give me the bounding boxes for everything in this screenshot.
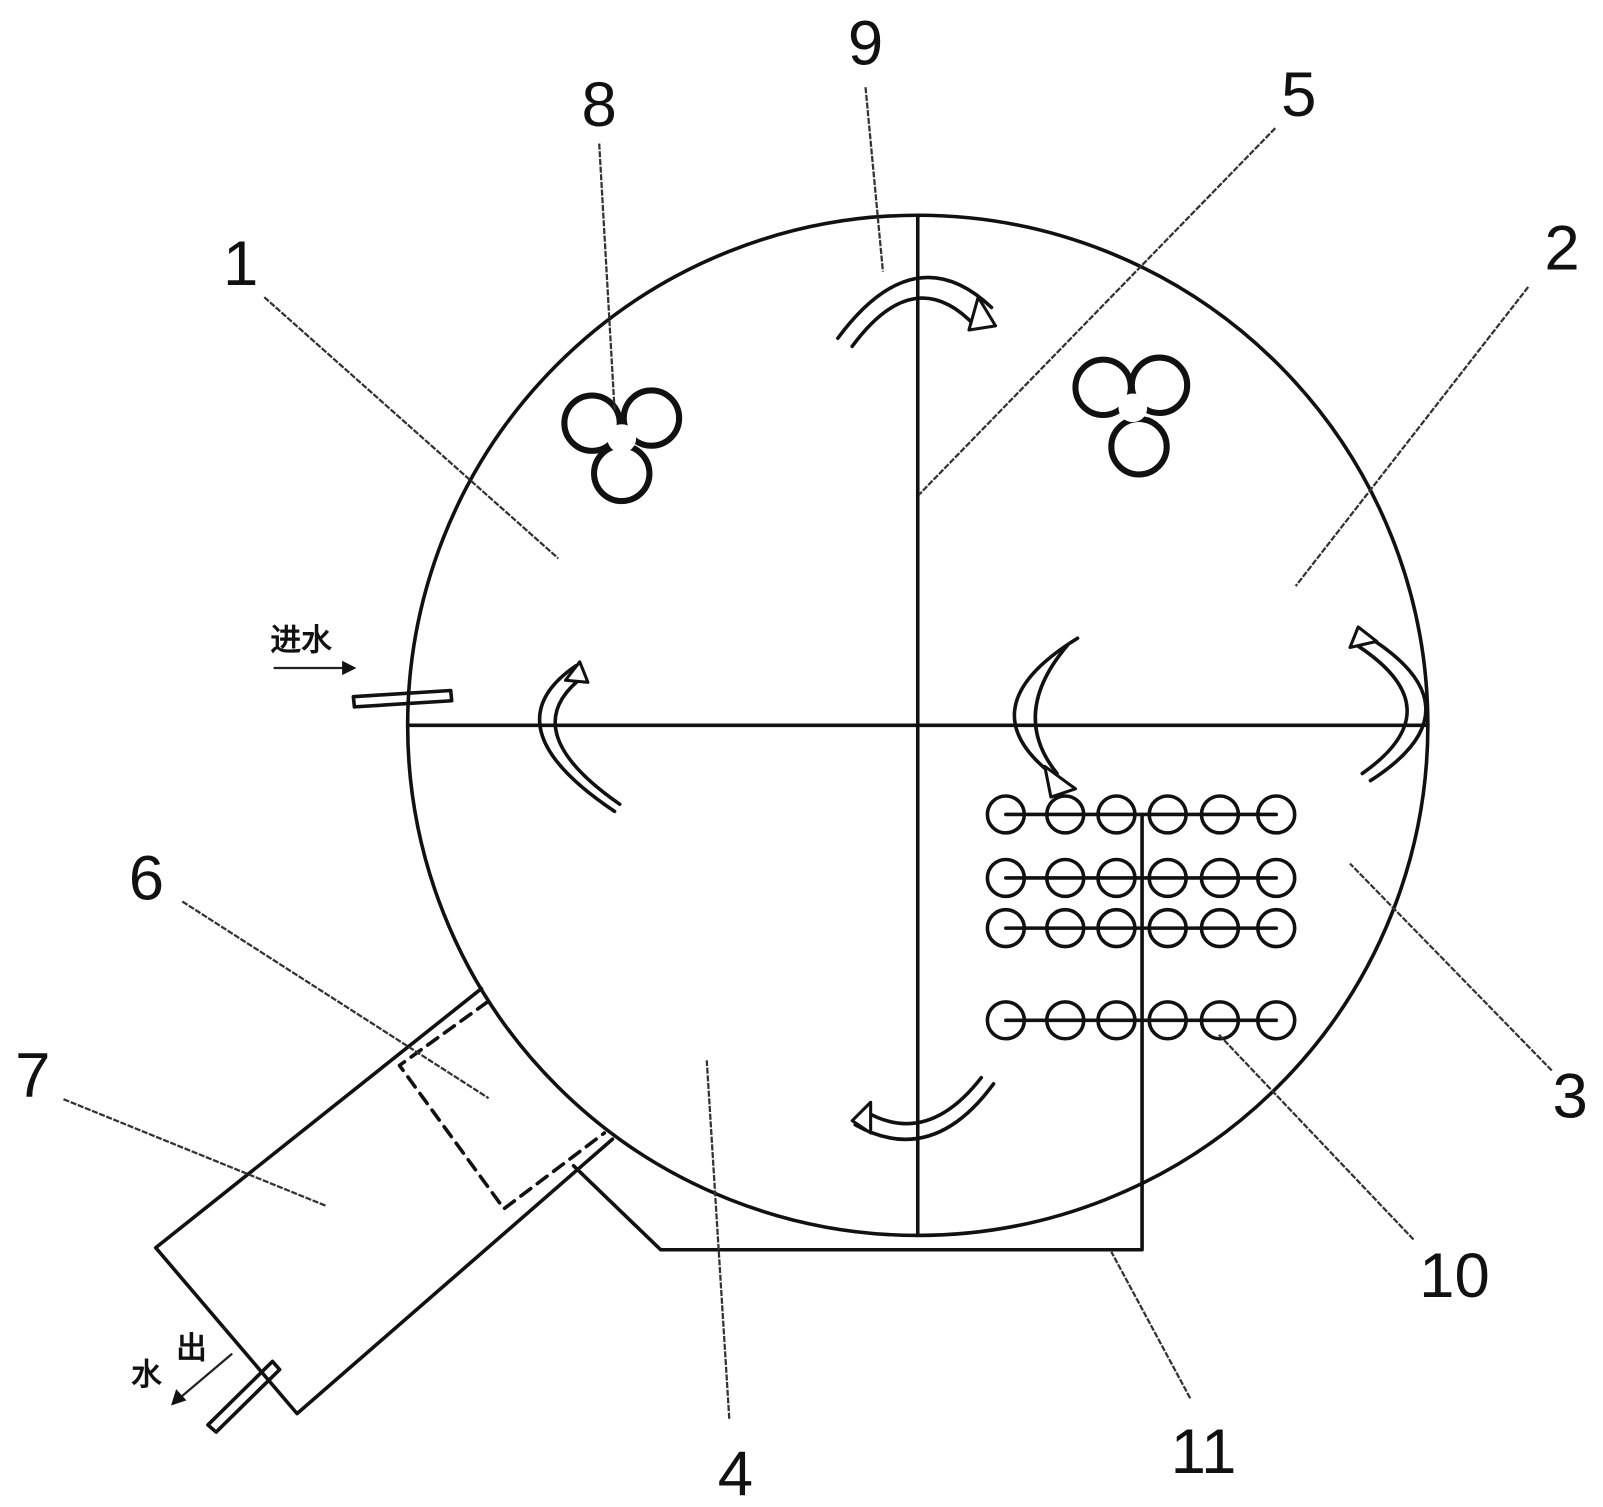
label-7: 7 bbox=[15, 1041, 50, 1111]
leader-line-1 bbox=[263, 296, 559, 560]
arrow-head-icon bbox=[967, 295, 998, 332]
arrow-head-icon bbox=[850, 1100, 873, 1135]
label-11: 11 bbox=[1171, 1417, 1237, 1487]
label-2: 2 bbox=[1544, 214, 1579, 284]
aerator-row bbox=[985, 794, 1297, 835]
label-5: 5 bbox=[1281, 60, 1316, 130]
leader-line-6 bbox=[181, 900, 490, 1100]
settling-box bbox=[153, 986, 615, 1416]
aerator-row bbox=[985, 1000, 1297, 1041]
label-10: 10 bbox=[1419, 1241, 1490, 1311]
label-6: 6 bbox=[129, 843, 164, 913]
impeller-icon bbox=[561, 387, 683, 505]
inlet-label: 进水 bbox=[270, 623, 332, 659]
label-3: 3 bbox=[1553, 1062, 1588, 1132]
leader-line-11 bbox=[1110, 1251, 1192, 1399]
impeller-icon bbox=[1072, 354, 1191, 478]
leader-line-10 bbox=[1218, 1033, 1415, 1241]
outlet-label-char-1: 出 bbox=[176, 1330, 207, 1366]
leader-line-5 bbox=[917, 127, 1277, 496]
baffle-left bbox=[537, 660, 622, 814]
label-4: 4 bbox=[718, 1440, 753, 1507]
label-9: 9 bbox=[848, 9, 883, 79]
leader-line-4 bbox=[705, 1060, 731, 1419]
baffle-right-inner bbox=[1012, 636, 1080, 799]
baffle-bottom bbox=[850, 1075, 996, 1142]
filter-dashed bbox=[397, 1000, 607, 1211]
arrow-head-icon bbox=[563, 660, 590, 684]
baffle-top bbox=[836, 275, 998, 349]
leader-line-9 bbox=[864, 87, 885, 272]
outlet-arrow bbox=[177, 1353, 233, 1401]
arrow-head-icon bbox=[342, 660, 357, 676]
baffle-right-outer bbox=[1348, 625, 1428, 783]
label-8: 8 bbox=[582, 70, 617, 140]
outlet-label-char-2: 水 bbox=[131, 1357, 162, 1393]
inlet-pipe bbox=[351, 688, 454, 709]
arrow-head-icon bbox=[1043, 764, 1078, 799]
aerator-row bbox=[985, 907, 1297, 949]
leader-line-7 bbox=[63, 1098, 327, 1207]
leader-line-3 bbox=[1349, 862, 1553, 1072]
label-1: 1 bbox=[223, 229, 258, 299]
arrow-head-icon bbox=[171, 1389, 187, 1406]
arrow-head-icon bbox=[1348, 625, 1379, 650]
aerator-row bbox=[985, 857, 1297, 899]
outlet-pipe bbox=[206, 1359, 282, 1434]
leader-line-2 bbox=[1294, 286, 1530, 587]
connecting-pipe bbox=[571, 812, 1144, 1252]
leader-line-8 bbox=[598, 143, 616, 410]
